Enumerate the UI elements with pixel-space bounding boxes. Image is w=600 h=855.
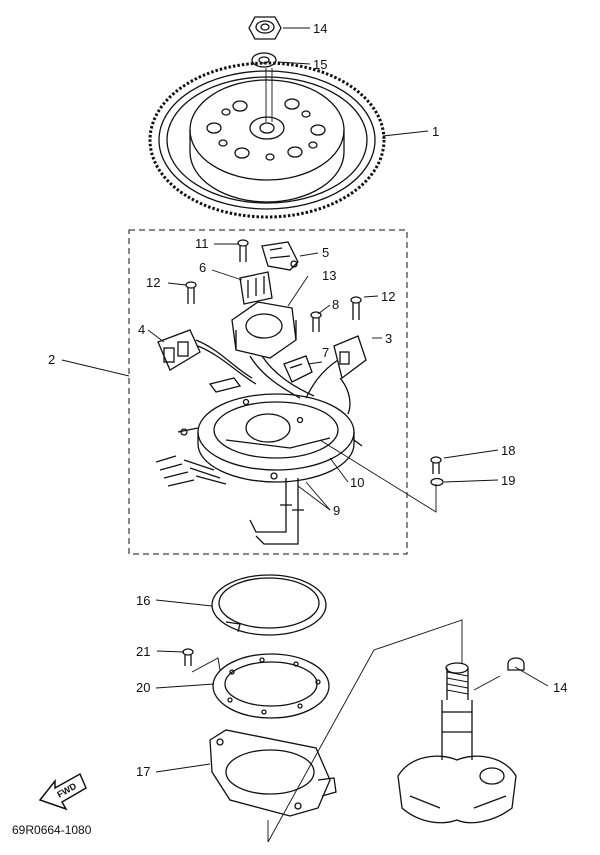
part-9-wire-harness bbox=[155, 455, 304, 545]
callout-10: 10 bbox=[350, 475, 364, 490]
callout-4: 4 bbox=[138, 322, 145, 337]
part-13-charge-coil bbox=[231, 301, 297, 359]
callout-16: 15 bbox=[313, 57, 327, 72]
callouts: 14 15 1 2 3 4 5 6 7 8 9 10 11 12 12 13 1… bbox=[48, 21, 567, 779]
callout-1: 1 bbox=[432, 124, 439, 139]
part-22-screw bbox=[182, 648, 194, 666]
callout-9: 9 bbox=[333, 503, 340, 518]
part-19-screw bbox=[430, 456, 442, 474]
callout-15: 14 bbox=[313, 21, 327, 36]
callout-22: 21 bbox=[136, 644, 150, 659]
part-20-washer bbox=[430, 477, 444, 487]
part-4-coil-connector bbox=[157, 329, 257, 385]
fwd-label: FWD bbox=[55, 781, 78, 800]
drawing-code: 69R0664-1080 bbox=[12, 823, 92, 837]
part-8-screw bbox=[310, 311, 322, 332]
callout-19: 18 bbox=[501, 443, 515, 458]
callout-14: 14 bbox=[553, 680, 567, 695]
part-14-woodruff-key bbox=[507, 657, 525, 671]
part-16-washer bbox=[251, 52, 277, 68]
callout-8: 8 bbox=[332, 297, 339, 312]
part-12-screw-right bbox=[350, 296, 362, 320]
part-18-bracket bbox=[209, 729, 337, 817]
callout-21: 20 bbox=[136, 680, 150, 695]
part-5-pulser-coil bbox=[261, 241, 299, 271]
part-14-crankshaft bbox=[397, 662, 517, 824]
part-12-screw-left bbox=[185, 281, 197, 304]
part-3-coil-connector bbox=[305, 335, 367, 399]
part-11-screw bbox=[237, 239, 249, 262]
callout-18: 17 bbox=[136, 764, 150, 779]
part-6-coil-bracket bbox=[239, 271, 273, 305]
part-7-harness-clip bbox=[283, 355, 313, 383]
part-15-nut bbox=[248, 16, 282, 40]
callout-20: 19 bbox=[501, 473, 515, 488]
part-21-gasket bbox=[212, 653, 330, 719]
part-2-assembly-frame bbox=[128, 229, 408, 555]
callout-12-right: 12 bbox=[381, 289, 395, 304]
fwd-arrow-icon bbox=[38, 772, 87, 811]
callout-3: 3 bbox=[385, 331, 392, 346]
callout-17: 16 bbox=[136, 593, 150, 608]
callout-7: 7 bbox=[322, 345, 329, 360]
callout-6: 6 bbox=[199, 260, 206, 275]
part-10-stator-base bbox=[177, 377, 363, 483]
callout-5: 5 bbox=[322, 245, 329, 260]
leader-lines bbox=[61, 27, 549, 843]
callout-12-left: 12 bbox=[146, 275, 160, 290]
callout-13: 13 bbox=[322, 268, 336, 283]
callout-11: 11 bbox=[195, 236, 209, 251]
part-17-ring bbox=[211, 574, 327, 636]
part-1-flywheel bbox=[148, 61, 386, 219]
callout-2: 2 bbox=[48, 352, 55, 367]
